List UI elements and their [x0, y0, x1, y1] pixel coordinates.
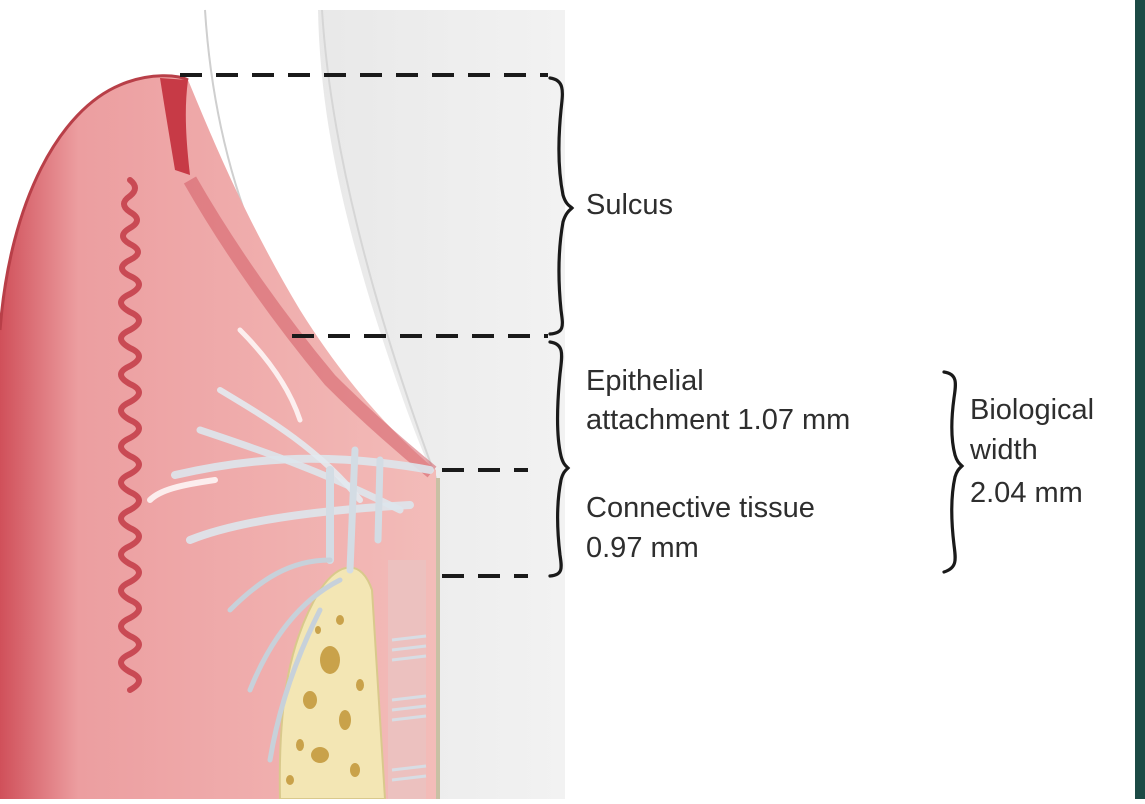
- periodontal-ligament: [388, 560, 426, 799]
- biological-width-brace: [944, 372, 962, 572]
- biological-width-label-line3: 2.04 mm: [970, 476, 1083, 510]
- epithelial-attachment-label-line1: Epithelial: [586, 364, 704, 398]
- connective-tissue-label-line1: Connective tissue: [586, 491, 815, 525]
- biological-width-label-line1: Biological: [970, 393, 1094, 427]
- accent-edge-bar: [1135, 0, 1145, 799]
- connective-tissue-label-line2: 0.97 mm: [586, 531, 699, 565]
- sulcus-label: Sulcus: [586, 188, 673, 222]
- biological-width-label-line2: width: [970, 433, 1038, 467]
- epithelial-attachment-label-line2: attachment 1.07 mm: [586, 403, 850, 437]
